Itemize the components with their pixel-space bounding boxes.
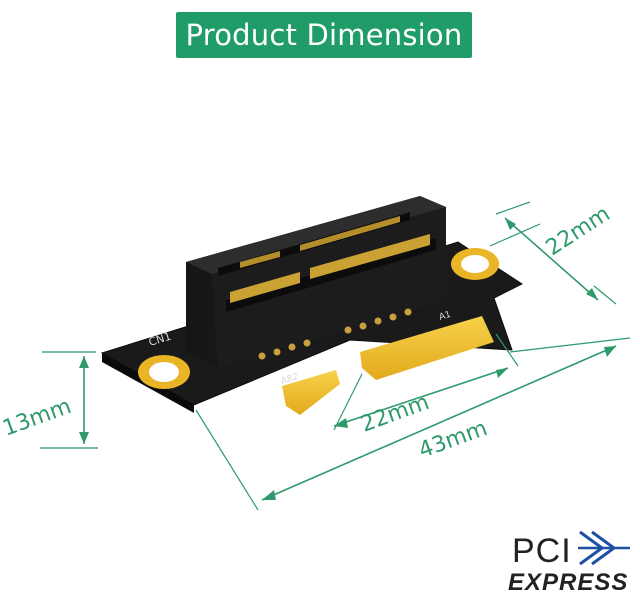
thickness-dimension-label: 13mm <box>0 394 75 442</box>
pin-a1-label: A1 <box>438 310 452 323</box>
mounting-hole-left <box>138 355 190 389</box>
mounting-hole-right <box>451 248 499 280</box>
gold-fingers-short <box>282 370 340 415</box>
height-dimension-label: 22mm <box>542 201 615 261</box>
express-logo-text: EXPRESS <box>508 569 629 596</box>
gold-fingers-long <box>360 316 494 380</box>
cn1-label: CN1 <box>147 330 173 349</box>
pci-logo-text: PCI <box>512 532 572 570</box>
pin-a82-label: A82 <box>280 372 300 387</box>
dimension-lines <box>40 201 631 511</box>
pcie-slot-connector <box>186 196 446 368</box>
total-width-dimension-label: 43mm <box>416 416 491 464</box>
solder-pins <box>258 308 412 360</box>
pci-express-chevron-icon <box>578 530 630 566</box>
dimension-arrowheads <box>79 218 616 500</box>
product-dimension-banner: Product Dimension <box>176 12 472 58</box>
